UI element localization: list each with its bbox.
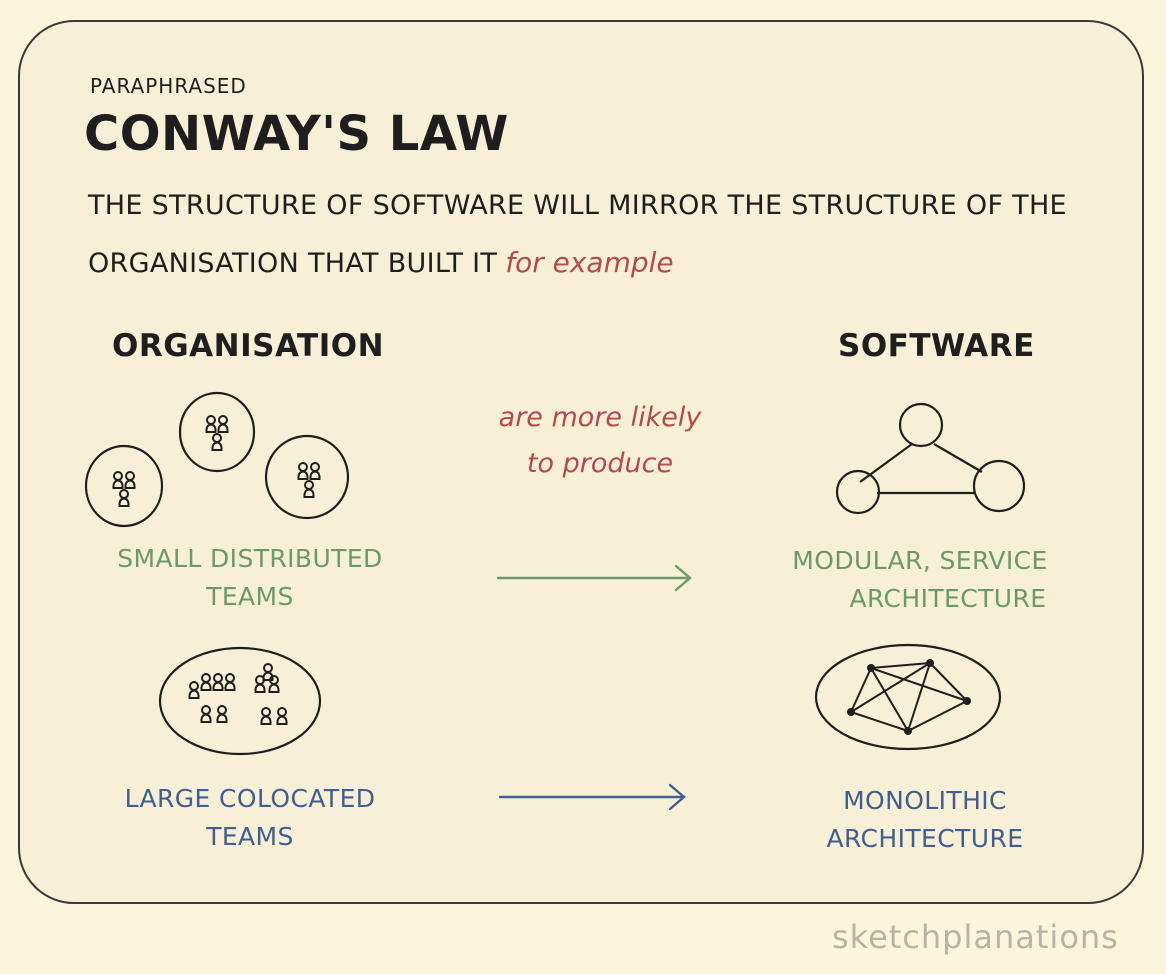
brand-signature: sketchplanations: [832, 918, 1119, 956]
modular-caption: MODULAR, SERVICE ARCHITECTURE: [770, 542, 1070, 618]
arrow-right-icon: [498, 783, 686, 811]
card-frame: [18, 20, 1144, 904]
large-teams-caption-line-2: TEAMS: [206, 822, 294, 851]
small-team-circle-2: [178, 391, 256, 473]
small-team-circle-1: [84, 444, 164, 528]
large-team-circle: [158, 646, 322, 756]
arrow-right-icon: [496, 564, 692, 592]
modular-caption-line-1: MODULAR, SERVICE: [792, 546, 1048, 575]
kicker-text: PARAPHRASED: [90, 74, 247, 98]
person-group-icon: [113, 472, 134, 506]
small-teams-caption-line-1: SMALL DISTRIBUTED: [117, 544, 383, 573]
middle-label-line-2: to produce: [526, 448, 674, 479]
mesh-graph-icon: [814, 643, 1002, 751]
monolith-caption-line-1: MONOLITHIC: [843, 786, 1007, 815]
organisation-heading: ORGANISATION: [112, 328, 385, 364]
monolith-caption: MONOLITHIC ARCHITECTURE: [790, 782, 1060, 858]
for-example-highlight: for example: [505, 246, 674, 279]
modular-caption-line-2: ARCHITECTURE: [849, 584, 1047, 613]
person-group-icon: [206, 416, 227, 450]
middle-label-line-1: are more likely: [498, 402, 702, 433]
page-title: CONWAY'S LAW: [84, 106, 509, 162]
middle-label: are more likely to produce: [480, 395, 720, 487]
monolith-caption-line-2: ARCHITECTURE: [826, 824, 1024, 853]
large-teams-caption: LARGE COLOCATED TEAMS: [80, 780, 420, 856]
law-statement-line-2-text: ORGANISATION THAT BUILT IT: [88, 248, 498, 279]
large-teams-caption-line-1: LARGE COLOCATED: [124, 784, 376, 813]
software-heading: SOFTWARE: [838, 328, 1035, 364]
person-group-icon: [298, 463, 319, 497]
small-team-circle-3: [264, 434, 350, 520]
small-teams-caption: SMALL DISTRIBUTED TEAMS: [80, 540, 420, 616]
law-statement-line-1: THE STRUCTURE OF SOFTWARE WILL MIRROR TH…: [88, 190, 1067, 221]
small-teams-caption-line-2: TEAMS: [206, 582, 294, 611]
triangle-graph-icon: [835, 402, 1026, 515]
